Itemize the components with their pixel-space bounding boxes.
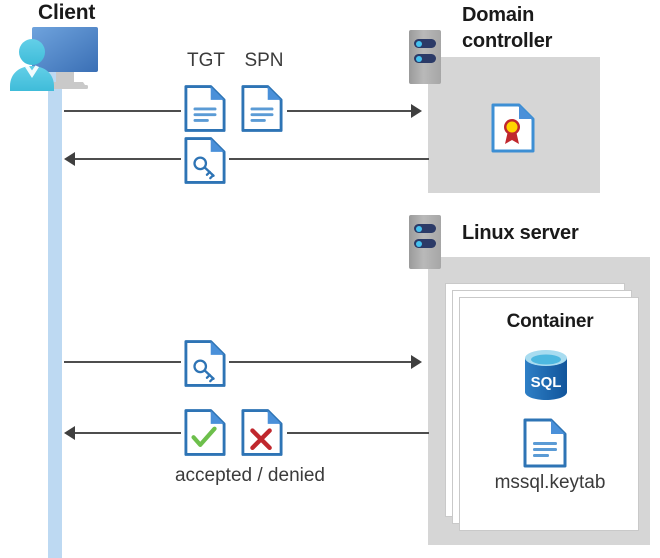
accepted-denied-caption: accepted / denied — [174, 465, 325, 486]
message-2-arrowhead — [64, 152, 75, 166]
message-3-line-left — [64, 361, 181, 363]
message-1-line-right — [287, 110, 411, 112]
domain-controller-label-line1: Domain — [462, 4, 535, 26]
message-4-arrowhead — [64, 426, 75, 440]
message-4-line-right — [287, 432, 429, 434]
container-label: Container — [506, 311, 594, 332]
sql-database-icon: SQL — [521, 349, 571, 401]
key-document-icon-request — [184, 339, 226, 388]
client-lifeline — [48, 62, 62, 558]
message-3-arrowhead — [411, 355, 422, 369]
key-document-icon-ticket — [184, 136, 226, 185]
message-1-line-left — [64, 110, 181, 112]
server-rack-icon-linux-server — [409, 215, 441, 269]
svg-text:SQL: SQL — [531, 374, 562, 391]
message-2-line-left — [75, 158, 181, 160]
linux-server-label: Linux server — [462, 222, 579, 244]
cross-document-icon-denied — [241, 408, 283, 457]
user-monitor-icon — [6, 24, 124, 94]
container-card-front — [459, 297, 639, 531]
document-icon-spn — [241, 84, 283, 133]
domain-controller-label: Domain controller — [462, 2, 642, 54]
keytab-label: mssql.keytab — [494, 472, 606, 493]
tgt-label: TGT — [187, 50, 225, 71]
domain-controller-label-line2: controller — [462, 30, 553, 52]
message-1-arrowhead — [411, 104, 422, 118]
message-3-line-right — [229, 361, 411, 363]
spn-label: SPN — [244, 50, 284, 71]
document-icon-tgt — [184, 84, 226, 133]
certificate-icon — [491, 103, 535, 153]
document-icon-keytab — [523, 418, 567, 468]
message-2-line-right — [229, 158, 429, 160]
message-4-line-left — [75, 432, 181, 434]
check-document-icon-accepted — [184, 408, 226, 457]
server-rack-icon-domain-controller — [409, 30, 441, 84]
client-label: Client — [38, 1, 96, 24]
